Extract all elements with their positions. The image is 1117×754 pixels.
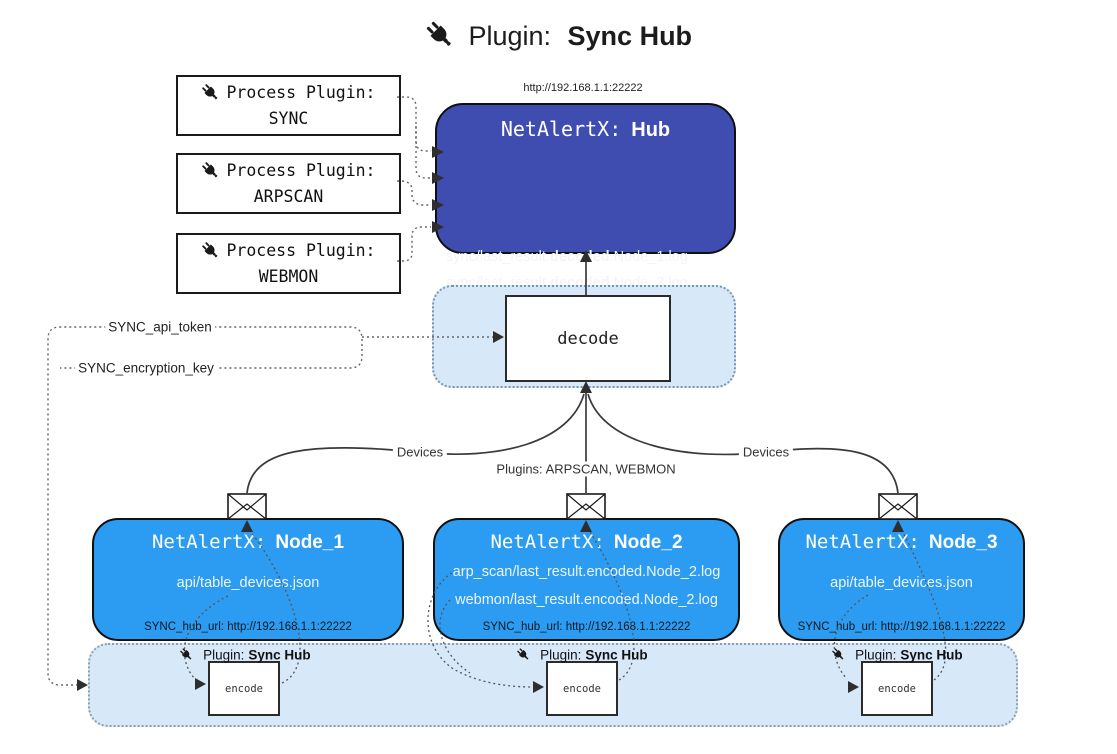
plug-icon	[831, 648, 845, 662]
node-file: api/table_devices.json	[176, 575, 320, 591]
encoder-plugin-label: Plugin:Sync Hub	[831, 647, 963, 663]
node-file: arp_scan/last_result.encoded.Node_2.log	[452, 564, 721, 580]
envelope-icon	[227, 493, 267, 520]
node-title: NetAlertX:Node_1	[151, 531, 345, 553]
hub-box: NetAlertX:Hub sync/last_result.decoded.N…	[435, 103, 736, 337]
node-box-node-2: NetAlertX:Node_2 arp_scan/last_result.en…	[433, 518, 740, 641]
plug-icon	[179, 648, 193, 662]
page-title-prefix: Plugin:	[468, 21, 552, 51]
envelope-icon	[566, 493, 606, 520]
node-hub-url: SYNC_hub_url: http://192.168.1.1:22222	[797, 621, 1006, 633]
process-plugin-box-webmon: Process Plugin: WEBMON	[176, 233, 401, 294]
decode-box: decode	[505, 295, 671, 382]
encode-box: encode	[546, 661, 618, 716]
plug-icon	[425, 20, 455, 50]
plugin-hub-connectors	[397, 96, 431, 262]
node-box-node-3: NetAlertX:Node_3 api/table_devices.json …	[778, 518, 1025, 641]
node-hub-url: SYNC_hub_url: http://192.168.1.1:22222	[144, 621, 352, 633]
node-decode-curves	[246, 392, 899, 494]
envelope-icon	[878, 493, 918, 520]
encoder-plugin-label: Plugin:Sync Hub	[179, 647, 311, 663]
process-plugin-label: Process Plugin:	[226, 82, 376, 102]
node-box-node-1: NetAlertX:Node_1 api/table_devices.json …	[92, 518, 404, 641]
process-plugin-box-arpscan: Process Plugin: ARPSCAN	[176, 153, 401, 214]
page-title-name: Sync Hub	[567, 21, 693, 51]
plug-icon	[516, 648, 530, 662]
node-file: api/table_devices.json	[830, 575, 973, 591]
plug-icon	[201, 241, 220, 260]
sync-api-token-label: SYNC_api_token	[105, 319, 215, 335]
process-plugin-name: SYNC	[268, 108, 309, 128]
process-plugin-label: Process Plugin:	[226, 240, 376, 260]
encode-box: encode	[861, 661, 933, 716]
node-hub-url: SYNC_hub_url: http://192.168.1.1:22222	[482, 621, 691, 633]
sync-encryption-key-label: SYNC_encryption_key	[75, 360, 217, 376]
plug-icon	[201, 83, 220, 102]
node-title: NetAlertX:Node_3	[805, 531, 998, 553]
node-file: webmon/last_result.encoded.Node_2.log	[455, 592, 718, 608]
hub-url-label: http://192.168.1.1:22222	[523, 82, 643, 94]
page-title: Plugin: Sync Hub	[0, 20, 1117, 52]
hub-title: NetAlertX:Hub	[500, 117, 671, 141]
process-plugin-name: ARPSCAN	[253, 186, 324, 206]
process-plugin-label: Process Plugin:	[226, 160, 376, 180]
devices-label-left: Devices	[392, 444, 448, 460]
encoder-plugin-label: Plugin:Sync Hub	[516, 647, 648, 663]
process-plugin-box-sync: Process Plugin: SYNC	[176, 75, 401, 136]
node-title: NetAlertX:Node_2	[490, 531, 683, 553]
devices-label-right: Devices	[738, 444, 794, 460]
process-plugin-name: WEBMON	[258, 266, 319, 286]
plug-icon	[201, 161, 220, 180]
hub-log-line: sync/last_result.decoded.Node_1.log	[446, 249, 688, 265]
plugins-label-mid: Plugins: ARPSCAN, WEBMON	[492, 461, 680, 477]
encode-box: encode	[208, 661, 280, 716]
